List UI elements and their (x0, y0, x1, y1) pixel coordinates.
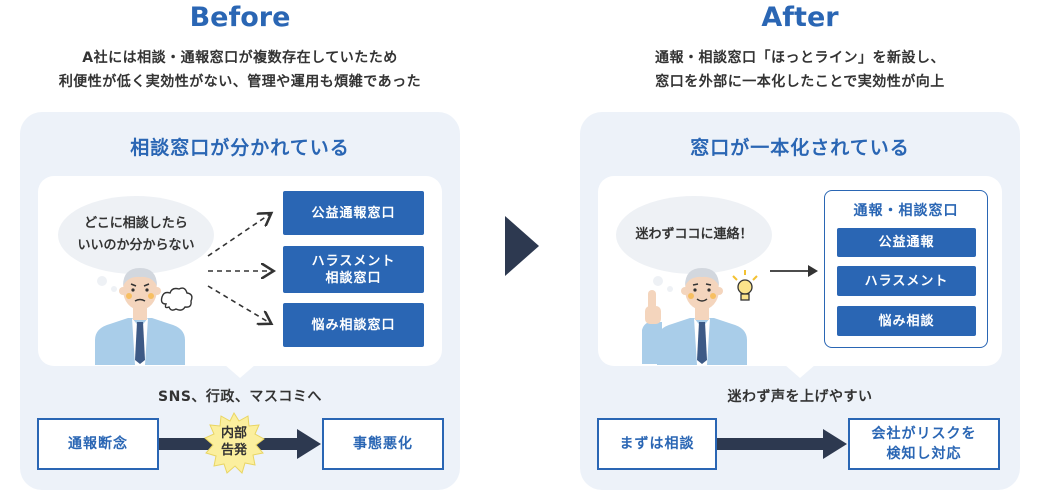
before-thought-text: どこに相談したら いいのか分からない (77, 216, 195, 253)
after-channel-consultation: 悩み相談 (837, 306, 976, 336)
starburst-label: 内部 告発 (202, 425, 266, 459)
before-flow-start: 通報断念 (37, 418, 159, 470)
before-caption: SNS、行政、マスコミへ (158, 389, 322, 405)
before-channel-consultation: 悩み相談窓口 (283, 303, 424, 347)
after-flow-arrow (717, 429, 847, 459)
before-description-line-2: 利便性が低く実効性がない、管理や運用も煩雑であった (58, 74, 422, 90)
after-thought-bubble: 迷わずココに連絡！ (616, 196, 772, 274)
starburst-text: 内部 告発 (220, 426, 247, 458)
after-group-title: 通報・相談窓口 (853, 203, 959, 219)
chevron-right-icon (505, 216, 539, 276)
after-channel-whistleblowing: 公益通報 (837, 228, 976, 257)
before-dashed-arrows (207, 206, 280, 326)
before-channel-label: 公益通報窓口 (311, 205, 396, 221)
after-arrow (770, 265, 818, 277)
after-description-line-2: 窓口を外部に一本化したことで実効性が向上 (655, 74, 945, 90)
before-thought-bubble: どこに相談したら いいのか分からない (58, 196, 214, 274)
before-thought-dots (97, 276, 117, 292)
after-description: 通報・相談窓口「ほっとライン」を新設し、 窓口を外部に一本化したことで実効性が向… (570, 46, 1030, 94)
before-scene-pointer (225, 365, 255, 378)
before-heading: Before (189, 2, 291, 33)
lightbulb-icon (732, 270, 758, 301)
before-panel-title: 相談窓口が分かれている (130, 137, 350, 159)
before-channel-whistleblowing: 公益通報窓口 (283, 191, 424, 235)
after-channel-harassment: ハラスメント (837, 266, 976, 296)
after-flow-start: まずは相談 (597, 418, 717, 470)
after-flow-end-text: 会社がリスクを 検知し対応 (871, 426, 977, 462)
after-panel-title: 窓口が一本化されている (690, 137, 910, 159)
after-thought-text: 迷わずココに連絡！ (635, 227, 753, 242)
before-flow-end: 事態悪化 (322, 418, 444, 470)
after-scene-pointer (785, 365, 815, 378)
after-caption: 迷わず声を上げやすい (727, 389, 873, 405)
starburst-badge (204, 411, 265, 474)
person-confused-icon (95, 268, 185, 365)
after-heading: After (761, 2, 839, 33)
after-description-line-1: 通報・相談窓口「ほっとライン」を新設し、 (655, 50, 945, 66)
before-channel-label: 悩み相談窓口 (311, 317, 396, 333)
frustration-puff-icon (160, 287, 193, 311)
before-channel-harassment: ハラスメント 相談窓口 (283, 246, 424, 293)
after-flow-end: 会社がリスクを 検知し対応 (848, 418, 1000, 470)
after-thought-dots (653, 276, 673, 292)
person-pointing-icon (642, 268, 747, 365)
before-channel-label: ハラスメント 相談窓口 (311, 253, 396, 286)
before-description-line-1: A社には相談・通報窓口が複数存在していたため (82, 50, 398, 66)
before-description: A社には相談・通報窓口が複数存在していたため 利便性が低く実効性がない、管理や運… (10, 46, 470, 94)
